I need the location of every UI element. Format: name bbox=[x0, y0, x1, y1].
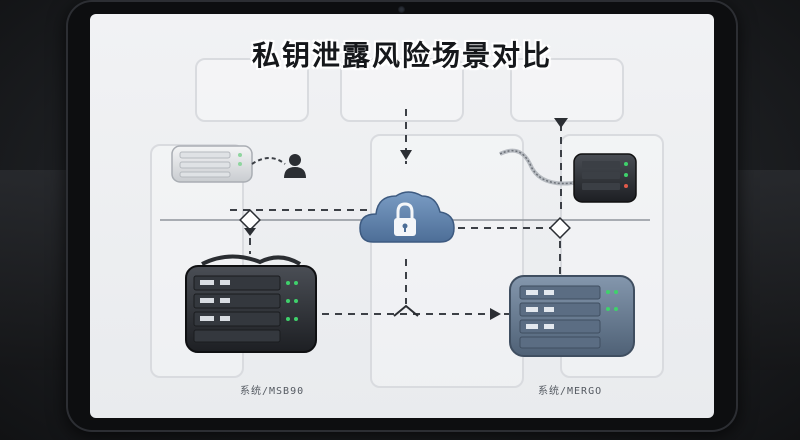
tablet-screen: 私钥泄露风险场景对比 bbox=[90, 14, 714, 418]
page-title: 私钥泄露风险场景对比 bbox=[251, 39, 552, 72]
hardware-module-icon bbox=[499, 148, 637, 203]
ghost-panel bbox=[510, 58, 624, 122]
caption-left-device: 系统/MSB90 bbox=[240, 386, 305, 397]
ghost-panel bbox=[195, 58, 309, 122]
chevron-up-marker bbox=[393, 304, 419, 317]
portable-device-icon bbox=[171, 145, 286, 183]
risk-diagram bbox=[160, 109, 650, 357]
ghost-panel bbox=[340, 58, 464, 122]
diamond-marker-right bbox=[549, 217, 571, 239]
camera-icon bbox=[398, 6, 405, 13]
tablet-frame: 私钥泄露风险场景对比 bbox=[66, 0, 738, 432]
diamond-marker-left bbox=[239, 209, 261, 236]
background-wall-left bbox=[0, 170, 70, 370]
background-wall-right bbox=[730, 170, 800, 370]
ghost-panel bbox=[370, 134, 524, 388]
arrow-right-bottom bbox=[490, 308, 501, 320]
blue-server-module-icon bbox=[509, 275, 635, 357]
cloud-lock-icon bbox=[359, 191, 455, 243]
person-icon bbox=[284, 154, 306, 178]
dark-server-module-icon bbox=[185, 254, 317, 353]
arrow-down-top bbox=[400, 150, 412, 160]
caption-right-device: 系统/MERGO bbox=[538, 386, 603, 397]
arrow-down-right bbox=[554, 118, 568, 128]
